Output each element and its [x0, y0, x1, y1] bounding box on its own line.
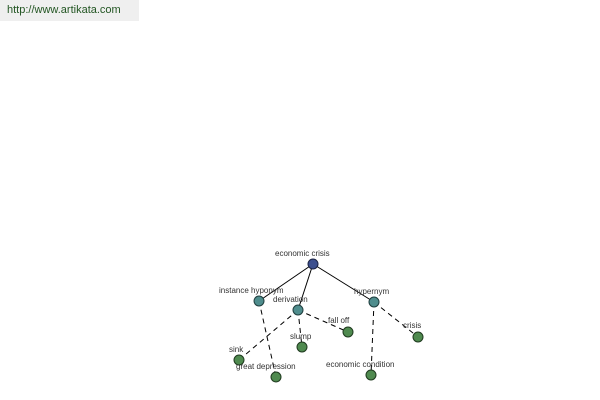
edge-root-derivation [297, 263, 314, 311]
node-fall-off[interactable] [342, 326, 354, 338]
label-sink[interactable]: sink [229, 345, 244, 354]
label-slump[interactable]: slump [290, 332, 312, 341]
node-hypernym[interactable] [368, 296, 380, 308]
label-economic-condition[interactable]: economic condition [326, 360, 394, 369]
node-instance-hyponym[interactable] [253, 295, 265, 307]
node-derivation[interactable] [292, 304, 304, 316]
node-economic-condition[interactable] [365, 369, 377, 381]
edge-derivation-sink [238, 309, 299, 361]
node-great-depression[interactable] [270, 371, 282, 383]
label-economic-crisis[interactable]: economic crisis [275, 249, 330, 258]
node-economic-crisis[interactable] [307, 258, 319, 270]
label-derivation[interactable]: derivation [273, 295, 308, 304]
label-great-depression[interactable]: great depression [236, 362, 296, 371]
edge-derivation-slump [297, 309, 303, 348]
edge-root-hypernym [312, 263, 375, 303]
label-instance-hyponym[interactable]: instance hyponym [219, 286, 284, 295]
node-sink[interactable] [233, 354, 245, 366]
node-slump[interactable] [296, 341, 308, 353]
edge-hypernym-economic-condition [370, 301, 375, 376]
label-hypernym[interactable]: hypernym [354, 287, 389, 296]
node-crisis[interactable] [412, 331, 424, 343]
source-url-link[interactable]: http://www.artikata.com [0, 0, 139, 21]
edge-derivation-fall-off [297, 309, 349, 333]
edge-root-instance-hyponym [258, 263, 314, 302]
edge-instance-hyponym-great-depression [258, 300, 277, 378]
edge-hypernym-crisis [373, 301, 419, 338]
label-fall-off[interactable]: fall off [328, 316, 350, 325]
label-crisis[interactable]: crisis [403, 321, 421, 330]
